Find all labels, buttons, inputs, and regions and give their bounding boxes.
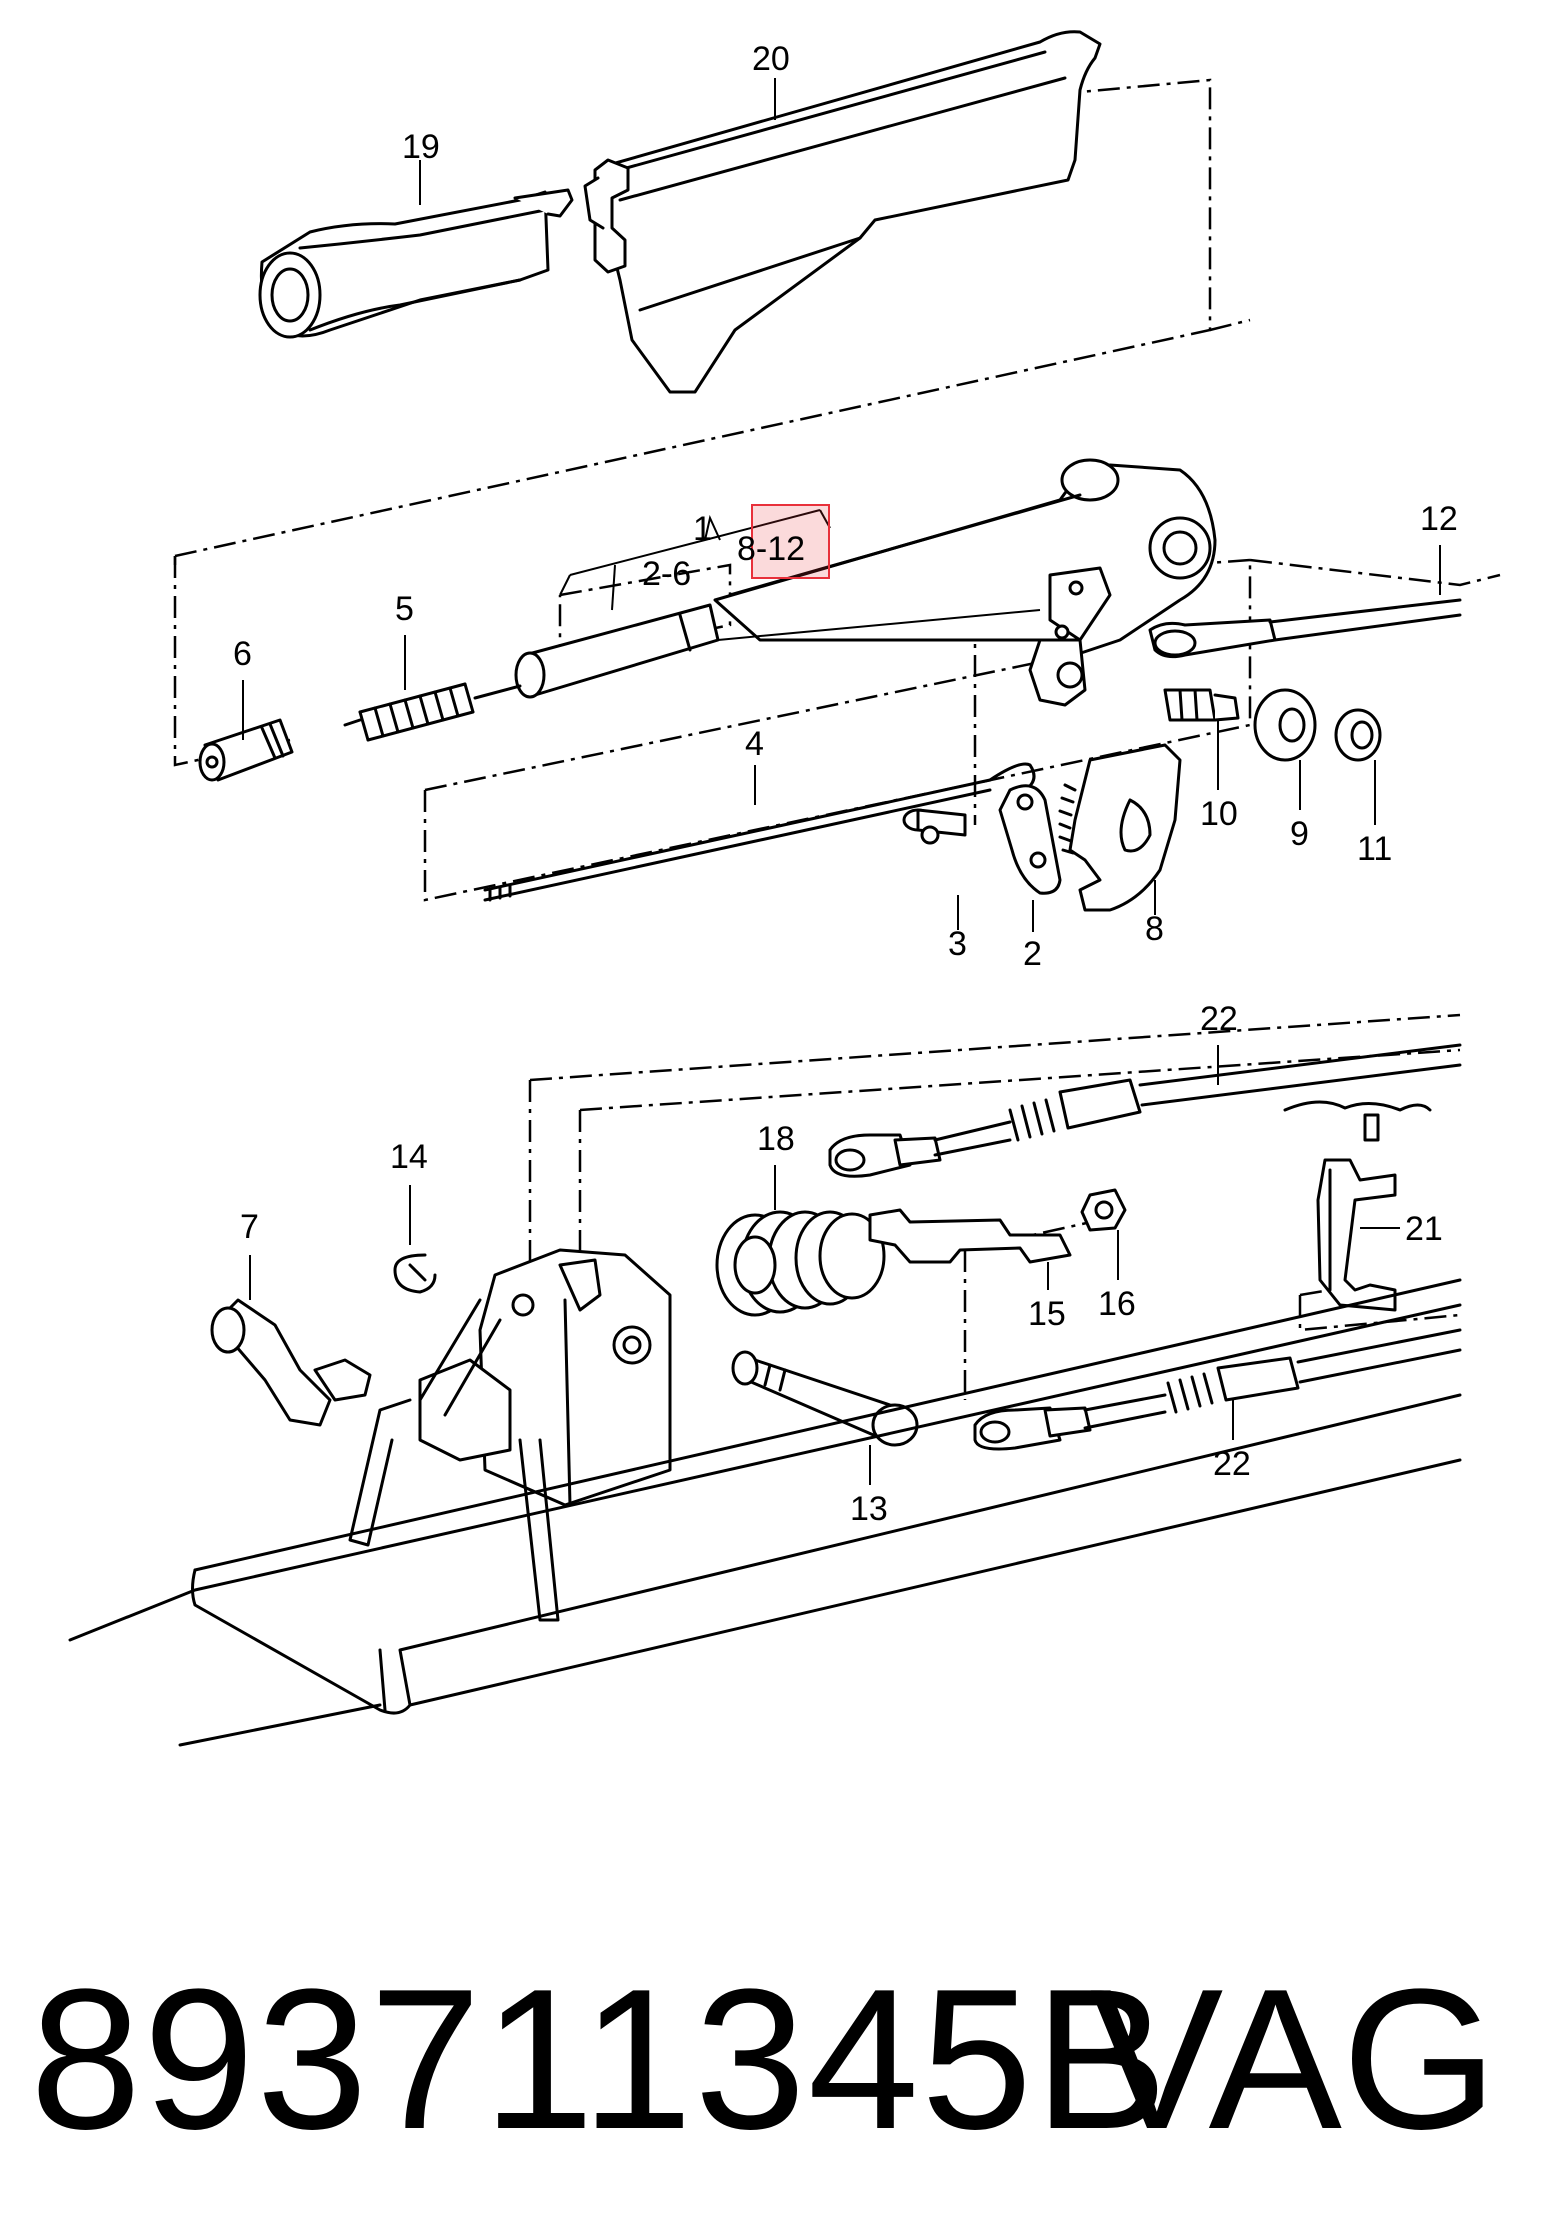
callout-22-upper: 22 (1200, 1000, 1238, 1038)
callout-21: 21 (1405, 1210, 1443, 1248)
washer-9 (1253, 688, 1317, 762)
bracket-21 (1283, 1100, 1432, 1312)
thrust-tube (514, 603, 1041, 699)
cable-22-upper (828, 1043, 1462, 1178)
callout-15: 15 (1028, 1295, 1066, 1333)
lever-arm-1 (713, 458, 1217, 707)
cable-22-lower (973, 1328, 1462, 1451)
callout-1: 1 (693, 510, 712, 548)
lever-7 (210, 1298, 372, 1427)
callout-10: 10 (1200, 795, 1238, 833)
callout-11: 11 (1357, 830, 1392, 868)
clip-14 (393, 1253, 437, 1294)
callout-14: 14 (390, 1138, 428, 1176)
part-number: 893711345B (30, 1948, 1170, 2171)
parts-diagram: 20 19 1 2-6 8-12 12 5 6 4 3 2 8 10 9 11 … (68, 30, 1501, 1747)
nut-11 (1334, 708, 1382, 762)
callout-5: 5 (395, 590, 414, 628)
callout-8-12: 8-12 (737, 530, 805, 568)
callout-4: 4 (745, 725, 764, 763)
callout-19: 19 (402, 128, 440, 166)
floor-tunnel (68, 1278, 1462, 1747)
bolt-10 (1163, 688, 1240, 722)
pin-3 (902, 808, 967, 845)
cable-12 (1148, 598, 1462, 659)
callout-2: 2 (1023, 935, 1042, 973)
plate-15 (868, 1208, 1072, 1264)
callout-20: 20 (752, 40, 790, 78)
cover-20 (583, 30, 1102, 394)
leader-lines (242, 78, 1441, 1485)
highlight-box (751, 504, 830, 579)
nut-16 (1080, 1188, 1127, 1232)
brand-name: VAG (1090, 1948, 1498, 2171)
callout-7: 7 (240, 1208, 259, 1246)
spring-5 (343, 682, 522, 742)
part-footer: 893711345B VAG (30, 1960, 1530, 2220)
lever-housing (348, 1248, 672, 1622)
spring-18 (715, 1210, 886, 1317)
pin-13 (731, 1350, 919, 1447)
callout-22-lower: 22 (1213, 1445, 1251, 1483)
callout-2-6: 2-6 (642, 555, 691, 593)
ratchet-segment-8 (1058, 743, 1182, 912)
callout-12: 12 (1420, 500, 1458, 538)
sleeve-6 (198, 718, 294, 782)
callout-16: 16 (1098, 1285, 1136, 1323)
callout-18: 18 (757, 1120, 795, 1158)
callout-3: 3 (948, 925, 967, 963)
callout-9: 9 (1290, 815, 1309, 853)
callout-labels: 20 19 1 2-6 8-12 12 5 6 4 3 2 8 10 9 11 … (233, 40, 1458, 1528)
handbrake-grip-19 (258, 188, 574, 339)
callout-8: 8 (1145, 910, 1164, 948)
pawl-2 (998, 784, 1062, 895)
callout-13: 13 (850, 1490, 888, 1528)
callout-6: 6 (233, 635, 252, 673)
